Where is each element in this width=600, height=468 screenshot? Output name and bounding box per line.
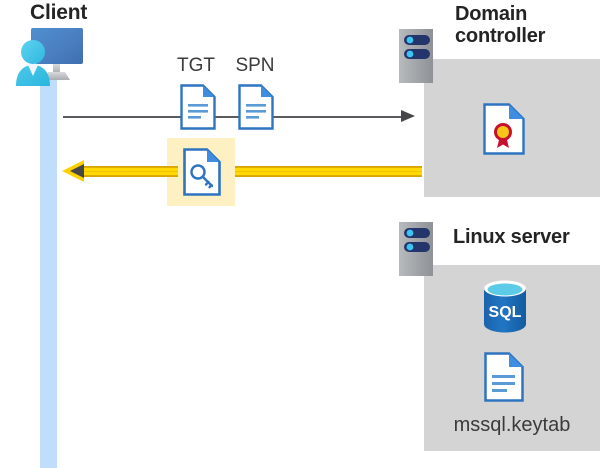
response-arrow-line-right [229, 166, 422, 177]
keytab-filename-label: mssql.keytab [453, 414, 571, 436]
client-title: Client [30, 1, 88, 24]
sql-database-icon: SQL [482, 279, 528, 333]
sql-icon-text: SQL [489, 304, 522, 321]
linux-server-title: Linux server [453, 226, 570, 248]
domain-controller-server-rack-icon [399, 29, 433, 83]
request-arrow-head [401, 110, 415, 122]
domain-controller-title: Domain controller [455, 3, 546, 48]
tgt-label: TGT [177, 55, 215, 76]
response-arrow-head-inner [70, 164, 84, 178]
tgt-document-icon [180, 84, 216, 130]
spn-label: SPN [235, 55, 275, 76]
key-document-icon [183, 148, 221, 196]
request-arrow-line [63, 116, 403, 118]
certificate-icon [483, 103, 525, 155]
spn-document-icon [238, 84, 274, 130]
linux-server-rack-icon [399, 222, 433, 276]
client-lifeline-bar [40, 80, 57, 468]
user-workstation-icon [8, 26, 86, 88]
keytab-document-icon [484, 352, 524, 402]
response-arrow-line-left [83, 166, 178, 177]
